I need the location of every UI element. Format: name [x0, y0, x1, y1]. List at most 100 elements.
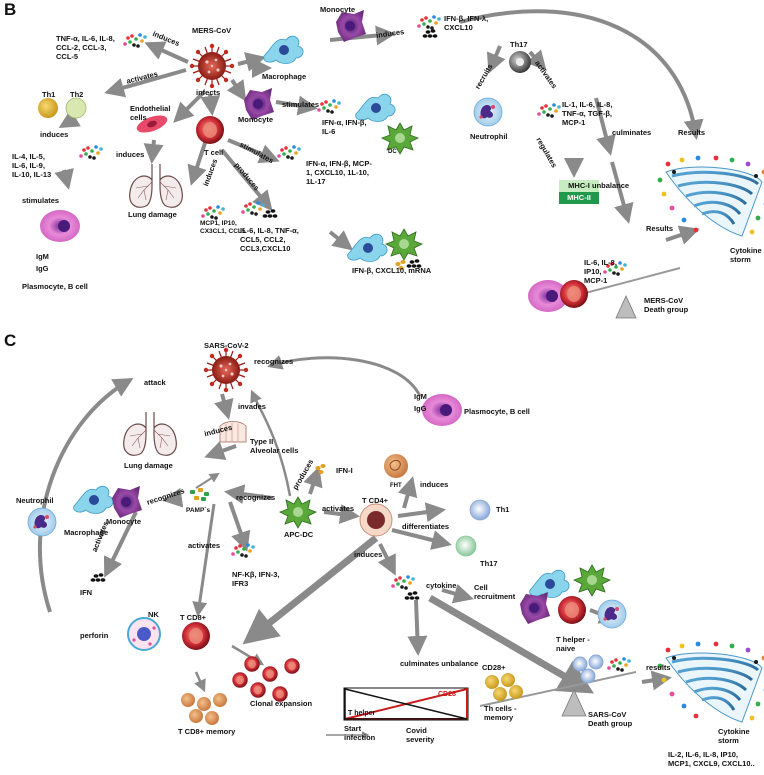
cd28-label: CD28	[438, 691, 456, 698]
cytokine-dots-icon	[607, 657, 631, 672]
edge-label: unbalance	[592, 181, 630, 190]
t-cd4-cell-icon	[359, 503, 393, 537]
mhc-1-box: MHC-I	[559, 180, 599, 192]
edge-label: culminates unbalance	[400, 659, 479, 668]
chemokine-dots-icon	[404, 591, 420, 600]
cd28-plus-label: CD28+	[482, 663, 506, 672]
edge-label: activates	[188, 541, 221, 550]
cytokine-dots-icon	[201, 205, 225, 220]
mers-virus-icon	[189, 43, 235, 89]
alveolar-label: Type II Alveolar cells	[250, 437, 299, 455]
cytokine-dots-icon	[79, 145, 103, 160]
igm-label: IgM	[36, 252, 49, 261]
th17-cytokine-list: IL-1, IL-6, IL-8, TNF-α, TGF-β, MCP-1	[562, 100, 613, 127]
macrophage-icon	[263, 35, 304, 65]
th1-label: Th1	[42, 90, 56, 99]
igm-label: IgM	[414, 392, 427, 401]
neutrophil-label: Neutrophil	[16, 496, 54, 505]
edge-label: differentiates	[402, 522, 450, 531]
neutrophil-icon	[473, 97, 503, 127]
death-group-label: SARS-CoV Death group	[588, 710, 633, 728]
alveolar-cells-icon	[219, 421, 247, 443]
t-cd4-label: T CD4+	[362, 496, 389, 505]
cytokine-dots-icon	[537, 103, 561, 118]
th17-label: Th17	[480, 559, 498, 568]
edge-label: culminates	[612, 128, 652, 137]
cytokine-dots-icon	[123, 33, 147, 48]
ifn-mrna-list: IFN-β, CXCL10, mRNA	[352, 266, 432, 275]
ifn-list: IFN-β, IFN-λ, CXCL10	[444, 14, 489, 32]
clonal-expansion-label: Clonal expansion	[250, 699, 313, 708]
macrophage-label: Macrophage	[64, 528, 109, 537]
t-helper-naive-icon	[572, 654, 604, 684]
cytokine-storm-label: Cytokine storm	[730, 246, 762, 264]
lung-icon	[123, 411, 177, 456]
chemokine-dots-icon	[422, 29, 438, 38]
panel-letter-b: B	[4, 0, 17, 19]
th-memory-label: Th cells - memory	[484, 704, 517, 722]
th1-cell-icon	[469, 499, 491, 521]
macrophage-label: Macrophage	[262, 72, 307, 81]
th17-label: Th17	[510, 40, 528, 49]
macrophage-icon	[73, 485, 114, 514]
apc-dc-label: APC-DC	[284, 530, 314, 539]
panel-c-cells	[27, 347, 764, 725]
cytokine-label: cytokine	[426, 581, 457, 590]
clonal-expansion-icon	[232, 656, 300, 702]
t-helper-naive-label: T helper - naive	[556, 635, 590, 653]
pamps-label: PAMP´s	[186, 507, 211, 514]
cytokine-storm-label: Cytokine storm	[718, 727, 750, 745]
macrophage-icon	[347, 233, 388, 262]
edge-label: induces	[116, 150, 145, 159]
produced-cytokine-list: IL-6, IL-8, TNF-α, CCL5, CCL2, CCL3,CXCL…	[240, 226, 299, 253]
fht-label: FHT	[390, 483, 402, 489]
plasmocyte-icon	[422, 394, 462, 426]
igg-label: IgG	[414, 404, 427, 413]
lung-damage-label: Lung damage	[128, 210, 177, 219]
start-infection-label: Start infection	[344, 724, 376, 742]
endothelial-label: Endothelial cells	[130, 104, 171, 122]
t-cd8-memory-icon	[181, 693, 227, 725]
ifn-label: IFN	[80, 588, 93, 597]
t-cd8-cell-icon	[182, 622, 210, 650]
cytokine-dots-icon	[277, 145, 301, 160]
edge-label: stimulates	[282, 100, 320, 109]
balance-scale-icon	[479, 671, 637, 717]
virus-label: MERS-CoV	[192, 26, 232, 35]
neutrophil-icon	[597, 599, 627, 629]
edge-label: Results	[646, 224, 674, 233]
cell-recruitment-label: Cell recruitment	[474, 583, 516, 601]
edge-label: induces	[354, 550, 383, 559]
nk-cell-icon	[127, 617, 161, 651]
cytokine-storm-icon	[656, 154, 764, 238]
edge-label: infects	[196, 88, 221, 97]
neutrophil-icon	[27, 507, 57, 537]
dendritic-cell-icon	[573, 564, 611, 597]
panel-b-arrows	[54, 9, 704, 251]
th1-cell-icon	[38, 98, 58, 118]
plasmocyte-label: Plasmocyte, B cell	[22, 282, 88, 291]
panel-letter-c: C	[4, 331, 17, 350]
t-cell-icon	[196, 116, 224, 144]
t-cell-label: T cell	[204, 148, 224, 157]
fht-cell-icon	[384, 454, 408, 478]
t-cd8-label: T CD8+	[180, 613, 207, 622]
virus-label: SARS-CoV-2	[204, 341, 249, 350]
cytokine-dots-icon	[317, 99, 341, 114]
plasmocyte-icon	[40, 210, 80, 242]
cytokine-dots-icon	[417, 15, 441, 30]
dc-label: DC	[388, 149, 397, 155]
t-cell-cytokine-list: IFN-α, IFN-β, MCP- 1, CXCL10, 1L-10, 1L-…	[306, 159, 372, 186]
lung-damage-label: Lung damage	[124, 461, 173, 470]
death-cytokine-list: IL-6, IL-8, IP10, MCP-1	[584, 258, 617, 285]
storm-cytokine-list: IL-2, IL-6, IL-8, IP10, MCP1, CXCL9, CXC…	[668, 750, 755, 768]
cytokine-dots-icon	[241, 201, 265, 216]
neutrophil-label: Neutrophil	[470, 132, 508, 141]
apc-dc-icon	[279, 496, 317, 529]
plasmocyte-label: Plasmocyte, B cell	[464, 407, 530, 416]
th1-label: Th1	[496, 505, 510, 514]
th-memory-cells-icon	[485, 673, 523, 701]
t-helper-label: T helper	[348, 710, 376, 717]
edge-label: invades	[238, 402, 266, 411]
